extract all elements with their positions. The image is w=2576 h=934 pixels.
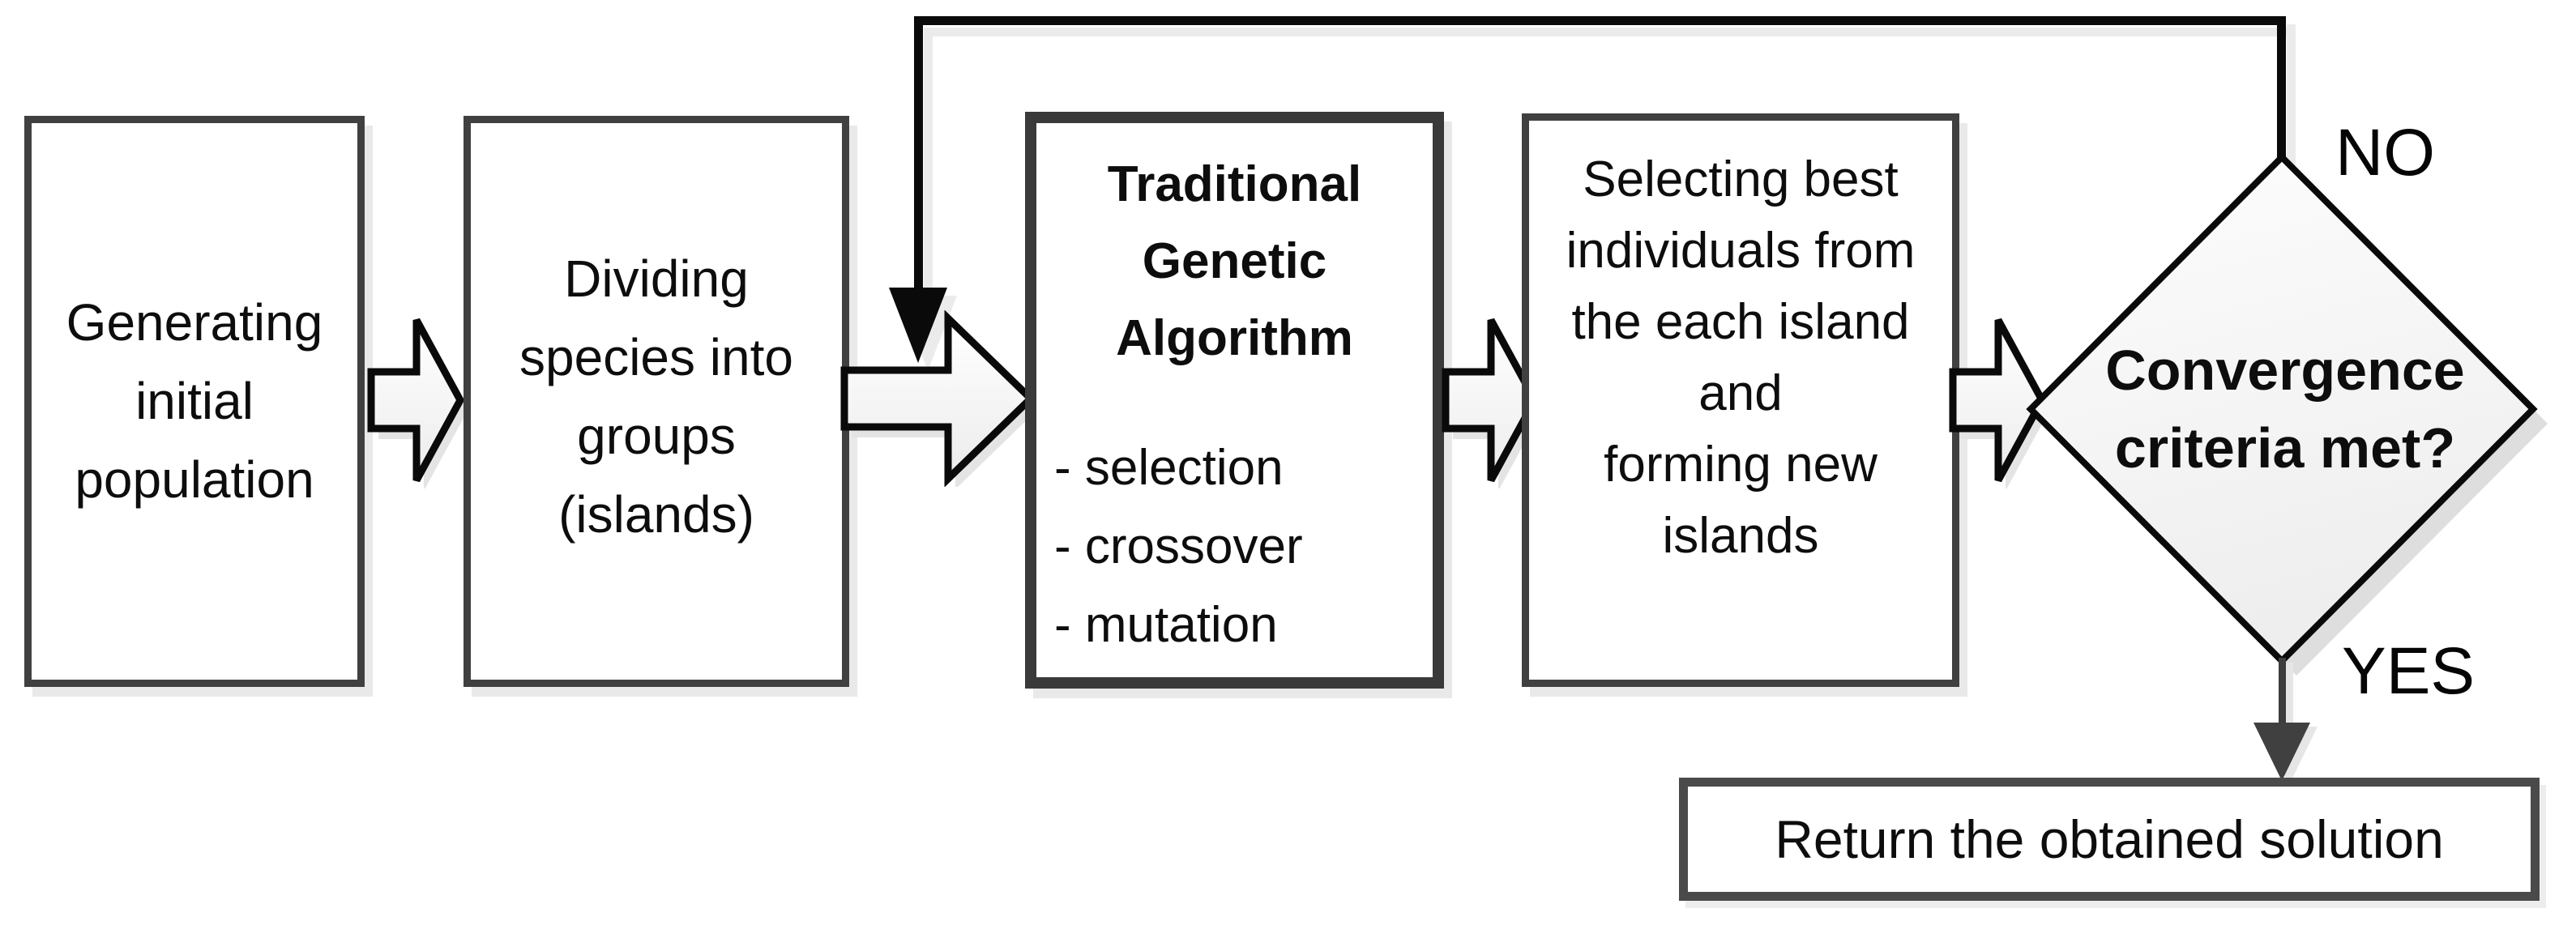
decision-label: Convergence criteria met? [2083,275,2488,543]
decision-text-line: Convergence [2105,339,2465,402]
box-text-line: islands [1662,508,1819,564]
box-text-line: forming new [1604,437,1878,493]
box-text-line: the each island [1571,294,1910,350]
box-text-line: Dividing [564,249,749,308]
decision-diamond [2026,152,2548,676]
feedback-arrowhead-down-icon [889,288,947,363]
list-item: - crossover [1054,518,1303,574]
box-text: Generating initial population [66,284,323,519]
yes-connector-line [2279,658,2286,727]
box-text-line: Algorithm [1116,310,1353,366]
block-arrow-right-icon [1442,318,1540,488]
block-arrow-right-icon [840,310,1037,487]
box-text: Selecting best individuals from the each… [1566,144,1916,572]
block-arrow-right-icon [1949,318,2047,488]
box-text-line: Generating [66,293,323,352]
list-item: - mutation [1054,597,1278,653]
box-text-line: population [75,450,314,509]
flow-box-select-best: Selecting best individuals from the each… [1522,113,1959,687]
flow-box-generate-population: Generating initial population [24,116,365,687]
feedback-line-right [2277,16,2286,160]
tga-operator-list: - selection - crossover - mutation [1036,429,1433,664]
decision-text-line: criteria met? [2114,416,2456,480]
box-text-line: Genetic [1142,233,1327,289]
box-text: Return the obtained solution [1775,811,2444,868]
box-text-line: Selecting best [1583,151,1899,207]
tga-title: Traditional Genetic Algorithm [1036,146,1433,377]
yes-arrowhead-down-icon [2253,723,2310,781]
box-text-line: individuals from [1566,223,1916,279]
box-text-line: groups [577,406,736,465]
box-text-line: species into [519,327,793,386]
feedback-line-left [914,16,923,292]
yes-branch-label: YES [2342,634,2476,708]
block-arrow-right-icon [367,318,465,488]
box-text-line: Traditional [1107,156,1362,212]
box-text-line: and [1698,365,1783,421]
box-text-line: Return the obtained solution [1775,809,2444,869]
flow-box-traditional-ga: Traditional Genetic Algorithm - selectio… [1025,112,1444,689]
feedback-line-top [914,16,2286,25]
no-branch-label: NO [2335,116,2435,190]
flow-box-return-solution: Return the obtained solution [1679,778,2540,901]
box-text-line: (islands) [558,484,754,544]
flow-box-divide-species: Dividing species into groups (islands) [464,116,849,687]
list-item: - selection [1054,440,1284,496]
box-text-line: initial [135,372,254,430]
box-text: Dividing species into groups (islands) [519,240,793,554]
